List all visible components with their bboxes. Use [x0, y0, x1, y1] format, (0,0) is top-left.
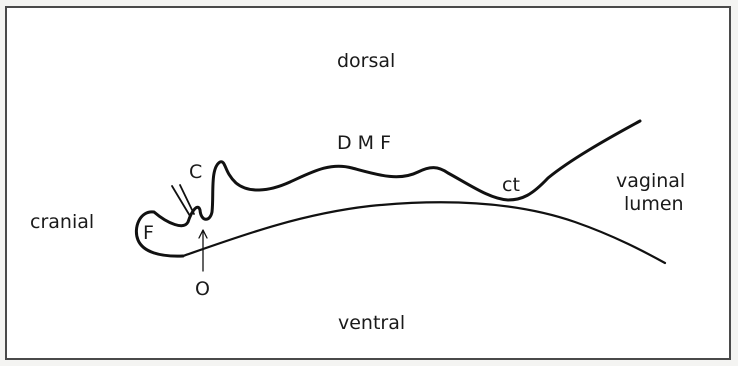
label-vaginal: vaginal	[616, 170, 685, 192]
ventral-outline	[183, 202, 665, 263]
label-dorsal: dorsal	[337, 50, 395, 72]
label-o: O	[195, 278, 210, 300]
label-dmf: D M F	[337, 132, 391, 154]
label-ventral: ventral	[338, 312, 405, 334]
label-ct: ct	[502, 174, 520, 196]
label-lumen: lumen	[624, 193, 684, 215]
label-c: C	[189, 161, 202, 183]
label-cranial: cranial	[30, 211, 94, 233]
label-f: F	[143, 222, 154, 244]
